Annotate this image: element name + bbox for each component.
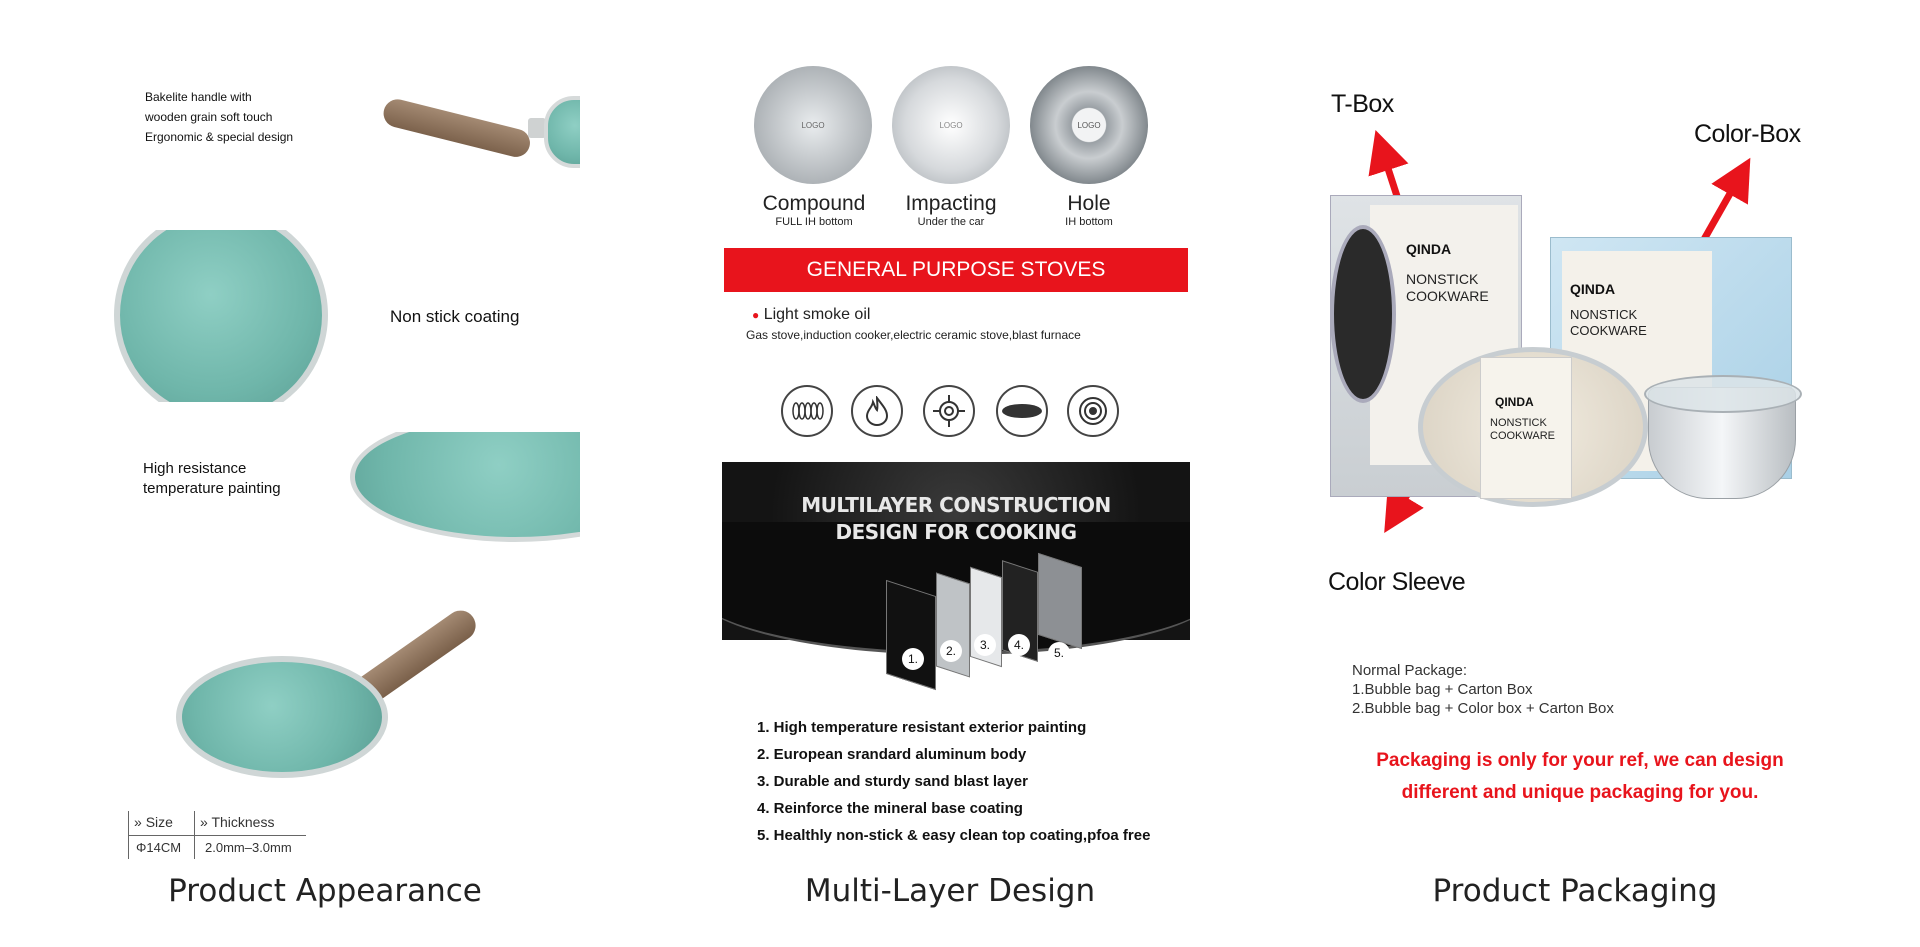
gas-flame-icon [851, 385, 903, 437]
ceramic-plate-icon [996, 385, 1048, 437]
caption-packaging: Product Packaging [1432, 873, 1718, 909]
layer-number-4: 4. [1008, 634, 1030, 656]
electric-stove-icon [1067, 385, 1119, 437]
layer-number-5: 5. [1048, 642, 1070, 664]
spec-header-size: » Size [134, 814, 173, 830]
hole-bottom-image: LOGO [1030, 66, 1148, 184]
sleeve-brand: QINDA [1495, 395, 1534, 409]
stoves-banner: GENERAL PURPOSE STOVES [724, 248, 1188, 292]
colorbox-brand: QINDA [1570, 281, 1616, 297]
paint-note: High resistance temperature painting [143, 460, 281, 497]
caption-multilayer: Multi-Layer Design [804, 873, 1096, 909]
gas-burner-icon [923, 385, 975, 437]
induction-coil-icon [781, 385, 833, 437]
spec-header-thickness: » Thickness [200, 814, 275, 830]
impacting-bottom-image: LOGO [892, 66, 1010, 184]
caption-appearance: Product Appearance [168, 873, 482, 909]
list-item: 2. European srandard aluminum body [757, 746, 1027, 763]
list-item: 5. Healthly non-stick & easy clean top c… [757, 827, 1151, 844]
pan-side-view-image [350, 432, 580, 544]
layer-list: 1. High temperature resistant exterior p… [757, 714, 1150, 849]
layer-number-2: 2. [940, 640, 962, 662]
coating-note: Non stick coating [390, 307, 520, 326]
bottom-label-hole: Hole IH bottom [1065, 192, 1113, 228]
multilayer-construction-image: MULTILAYER CONSTRUCTION DESIGN FOR COOKI… [722, 462, 1190, 700]
pan-full-image [170, 590, 510, 790]
handle-closeup-image [380, 80, 580, 170]
packaging-red-note: Packaging is only for your ref, we can d… [1376, 750, 1784, 803]
layer-number-1: 1. [902, 648, 924, 670]
label-tbox: T-Box [1331, 90, 1394, 118]
construction-title: MULTILAYER CONSTRUCTION DESIGN FOR COOKI… [801, 493, 1111, 544]
tbox-brand: QINDA [1406, 241, 1452, 257]
handle-note: Bakelite handle with wooden grain soft t… [145, 90, 294, 144]
bottom-label-compound: Compound FULL IH bottom [762, 192, 866, 228]
list-item: 3. Durable and sturdy sand blast layer [757, 773, 1028, 790]
package-details: Normal Package: 1.Bubble bag + Carton Bo… [1352, 662, 1614, 717]
layer-number-3: 3. [974, 634, 996, 656]
label-sleeve: Color Sleeve [1328, 568, 1466, 596]
list-item: 1. High temperature resistant exterior p… [757, 719, 1087, 736]
label-colorbox: Color-Box [1694, 120, 1801, 148]
bottom-label-impacting: Impacting Under the car [905, 192, 997, 228]
spec-size-value: Φ14CM [136, 840, 182, 855]
stoves-list: Gas stove,induction cooker,electric cera… [746, 328, 1081, 342]
red-bullet-icon: ● [752, 308, 760, 322]
smoke-note: ● Light smoke oil [752, 306, 871, 323]
spec-thickness-value: 2.0mm–3.0mm [205, 840, 292, 855]
compound-bottom-image: LOGO [754, 66, 872, 184]
pan-top-view-image [112, 230, 334, 402]
spec-table: » Size » Thickness Φ14CM 2.0mm–3.0mm [128, 811, 308, 859]
list-item: 4. Reinforce the mineral base coating [757, 800, 1023, 817]
